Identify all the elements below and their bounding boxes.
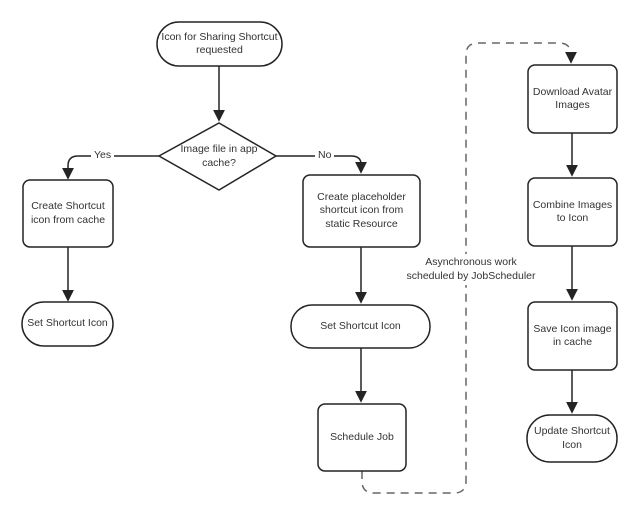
node-decision-diamond [157, 122, 278, 191]
edge-decision-yes [62, 155, 159, 180]
node-update-icon-terminator [526, 414, 618, 463]
node-create-placeholder [302, 174, 421, 248]
node-start-terminator [156, 21, 283, 67]
node-set-icon-left-terminator [21, 301, 114, 347]
node-save-icon [527, 301, 618, 371]
node-create-from-cache [22, 179, 114, 248]
node-download-avatar [527, 64, 618, 134]
node-schedule-job [317, 403, 407, 472]
node-combine-images [527, 177, 618, 247]
edge-decision-no [276, 155, 367, 174]
node-set-icon-mid-terminator [290, 304, 431, 349]
